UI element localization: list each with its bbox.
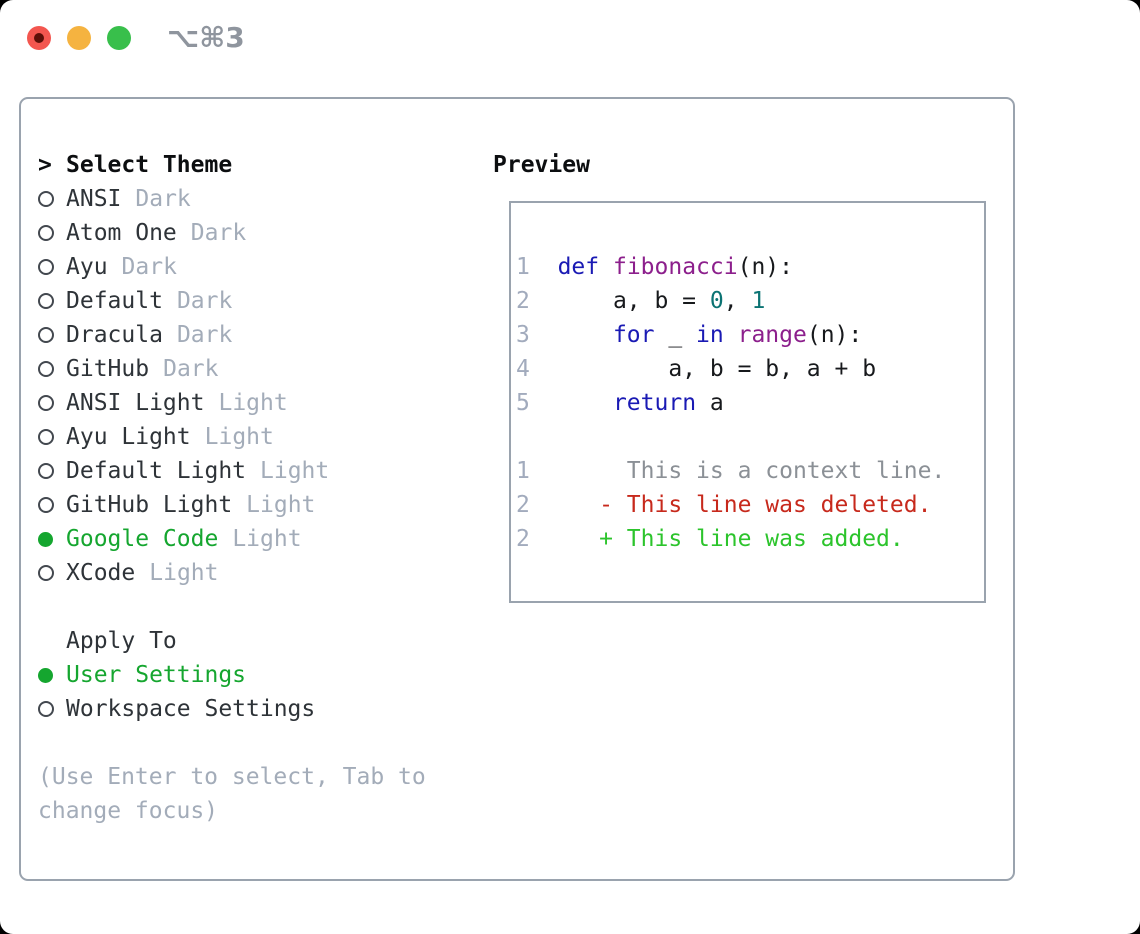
option-label: Dracula: [66, 322, 163, 348]
spacer: [38, 590, 426, 624]
option-label: Atom One: [66, 220, 177, 246]
option-variant-label: Light: [204, 424, 274, 450]
theme-option[interactable]: XCode Light: [38, 556, 426, 590]
option-variant-label: Dark: [135, 186, 191, 212]
code-line: [516, 420, 945, 454]
option-variant-label: Dark: [121, 254, 177, 280]
option-label: ANSI Light: [66, 390, 205, 416]
apply-option[interactable]: User Settings: [38, 658, 426, 692]
select-theme-header-label: Select Theme: [66, 152, 233, 178]
option-variant-label: Light: [246, 492, 316, 518]
option-variant-label: Dark: [190, 220, 247, 246]
code-line: 1 def fibonacci(n):: [516, 254, 793, 280]
option-label: Workspace Settings: [66, 696, 316, 722]
prompt-arrow-icon: >: [38, 152, 52, 178]
theme-option[interactable]: Google Code Light: [38, 522, 426, 556]
apply-to-header-label: Apply To: [66, 628, 177, 654]
option-variant-label: Light: [260, 458, 330, 484]
option-label: ANSI: [66, 186, 122, 212]
radio-icon: [38, 259, 54, 275]
radio-icon: [38, 225, 54, 241]
option-label: XCode: [66, 560, 136, 586]
record-dot-icon: [34, 33, 44, 43]
radio-icon: [38, 293, 54, 309]
apply-to-header: Apply To: [38, 624, 426, 658]
theme-option[interactable]: Default Dark: [38, 284, 426, 318]
option-variant-label: Dark: [176, 288, 233, 314]
radio-icon: [38, 395, 54, 411]
option-label: User Settings: [66, 662, 247, 688]
spacer: [38, 726, 426, 760]
radio-icon: [38, 191, 54, 207]
option-label: Ayu Light: [66, 424, 191, 450]
theme-option[interactable]: Atom One Dark: [38, 216, 426, 250]
radio-icon: [38, 463, 54, 479]
apply-option[interactable]: Workspace Settings: [38, 692, 426, 726]
option-variant-label: Dark: [163, 356, 219, 382]
radio-icon: [38, 429, 54, 445]
radio-icon: [38, 565, 54, 581]
code-line: 5 return a: [516, 390, 724, 416]
preview-code: 1 def fibonacci(n): 2 a, b = 0, 1 3 for _ …: [516, 250, 945, 556]
hint-line-1: (Use Enter to select, Tab to: [38, 764, 426, 790]
option-label: GitHub Light: [66, 492, 233, 518]
theme-option[interactable]: Default Light Light: [38, 454, 426, 488]
radio-icon: [38, 361, 54, 377]
preview-header-label: Preview: [493, 152, 590, 178]
radio-icon: [38, 327, 54, 343]
theme-option[interactable]: Dracula Dark: [38, 318, 426, 352]
preview-pane: [509, 201, 986, 603]
code-line: 3 for _ in range(n):: [516, 322, 863, 348]
code-line: 4 a, b = b, a + b: [516, 356, 877, 382]
code-line: 2 a, b = 0, 1: [516, 288, 766, 314]
hint-line-2: change focus): [38, 798, 219, 824]
theme-option[interactable]: GitHub Light Light: [38, 488, 426, 522]
select-theme-header: > Select Theme: [38, 148, 426, 182]
option-label: Default: [66, 288, 163, 314]
selected-radio-icon: [38, 531, 53, 547]
option-label: GitHub: [66, 356, 150, 382]
option-label: Default Light: [66, 458, 247, 484]
code-line: 1 This is a context line.: [516, 458, 946, 484]
theme-option[interactable]: GitHub Dark: [38, 352, 426, 386]
code-line: 2 + This line was added.: [516, 526, 904, 552]
radio-icon: [38, 701, 54, 717]
option-variant-label: Light: [232, 526, 302, 552]
code-line: 2 - This line was deleted.: [516, 492, 932, 518]
radio-icon: [38, 497, 54, 513]
option-label: Google Code: [66, 526, 219, 552]
option-variant-label: Light: [218, 390, 288, 416]
option-variant-label: Light: [149, 560, 219, 586]
minimize-button[interactable]: [67, 26, 91, 50]
theme-option[interactable]: ANSI Light Light: [38, 386, 426, 420]
close-button[interactable]: [27, 26, 51, 50]
theme-option[interactable]: ANSI Dark: [38, 182, 426, 216]
selected-radio-icon: [38, 667, 53, 683]
option-label: Ayu: [66, 254, 108, 280]
zoom-button[interactable]: [107, 26, 131, 50]
theme-option[interactable]: Ayu Dark: [38, 250, 426, 284]
theme-option[interactable]: Ayu Light Light: [38, 420, 426, 454]
option-variant-label: Dark: [176, 322, 233, 348]
window-title-shortcut: ⌥⌘3: [167, 21, 245, 54]
